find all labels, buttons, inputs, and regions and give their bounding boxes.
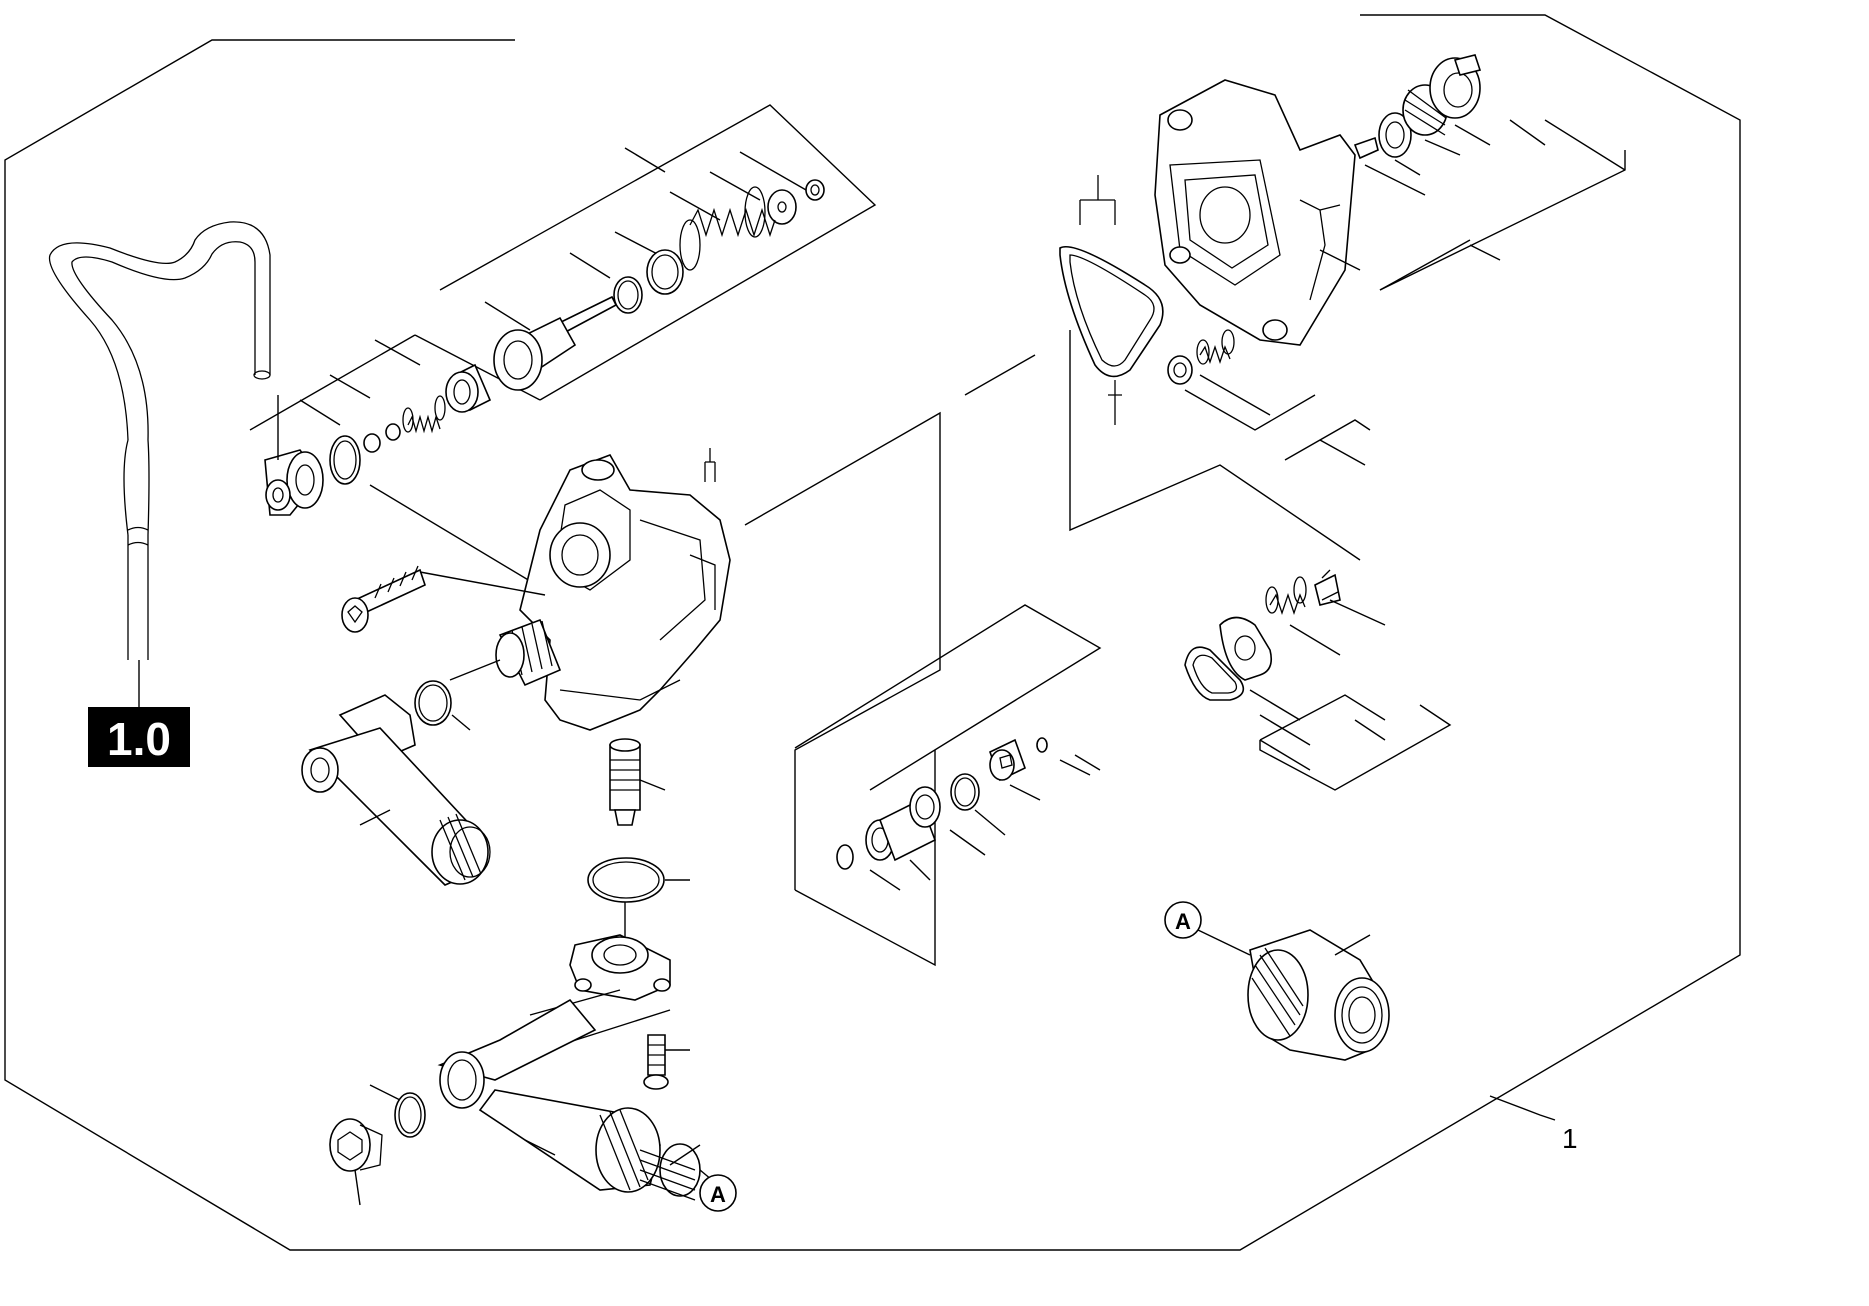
callout-a-right: A: [1164, 901, 1251, 956]
piston: [493, 295, 618, 391]
middle-valve-series: [794, 604, 1102, 891]
elbow-fitting: [264, 395, 324, 516]
triangular-gasket: [964, 175, 1164, 425]
callout-a-right-letter: A: [1175, 909, 1191, 934]
cap-screw: [341, 565, 426, 633]
right-lower-gasket-set: [1184, 569, 1452, 791]
outlet-pipe: [329, 934, 701, 1206]
lower-valve-stack: [587, 738, 690, 940]
hose-coupling: [1247, 929, 1390, 1061]
hose-part: [48, 221, 271, 660]
spring-large: [679, 186, 776, 271]
pump-head-center: [341, 411, 941, 967]
valve-body: [445, 363, 492, 413]
assembly-frame: [4, 14, 1741, 1251]
right-spring-stack: [1167, 329, 1371, 466]
pump-housing-right: [1069, 54, 1626, 561]
callout-a-bottom: A: [699, 1169, 737, 1212]
upper-valve-series: [249, 104, 877, 591]
assembly-label-1: 1: [1562, 1123, 1578, 1154]
callout-a-bottom-letter: A: [710, 1182, 726, 1207]
section-badge-text: 1.0: [107, 713, 171, 765]
inlet-pipe: [301, 659, 501, 886]
assembly-number: 1: [1562, 1123, 1578, 1154]
section-badge: 1.0: [88, 660, 190, 767]
